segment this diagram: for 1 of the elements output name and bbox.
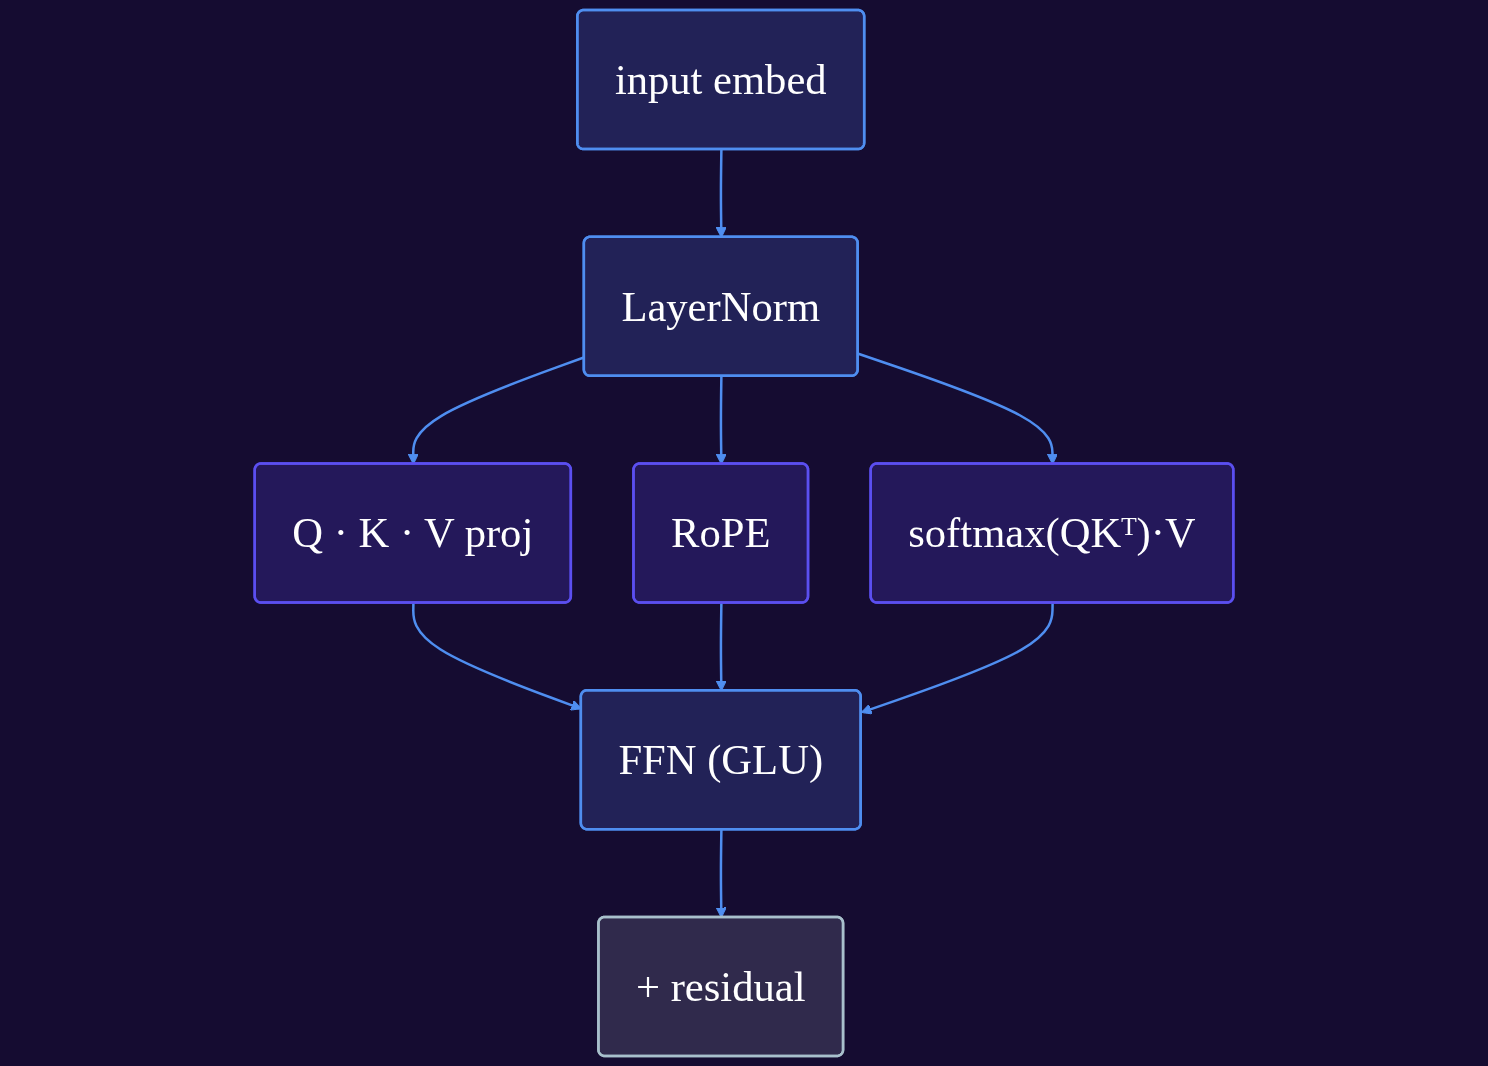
arrow <box>860 603 1054 715</box>
